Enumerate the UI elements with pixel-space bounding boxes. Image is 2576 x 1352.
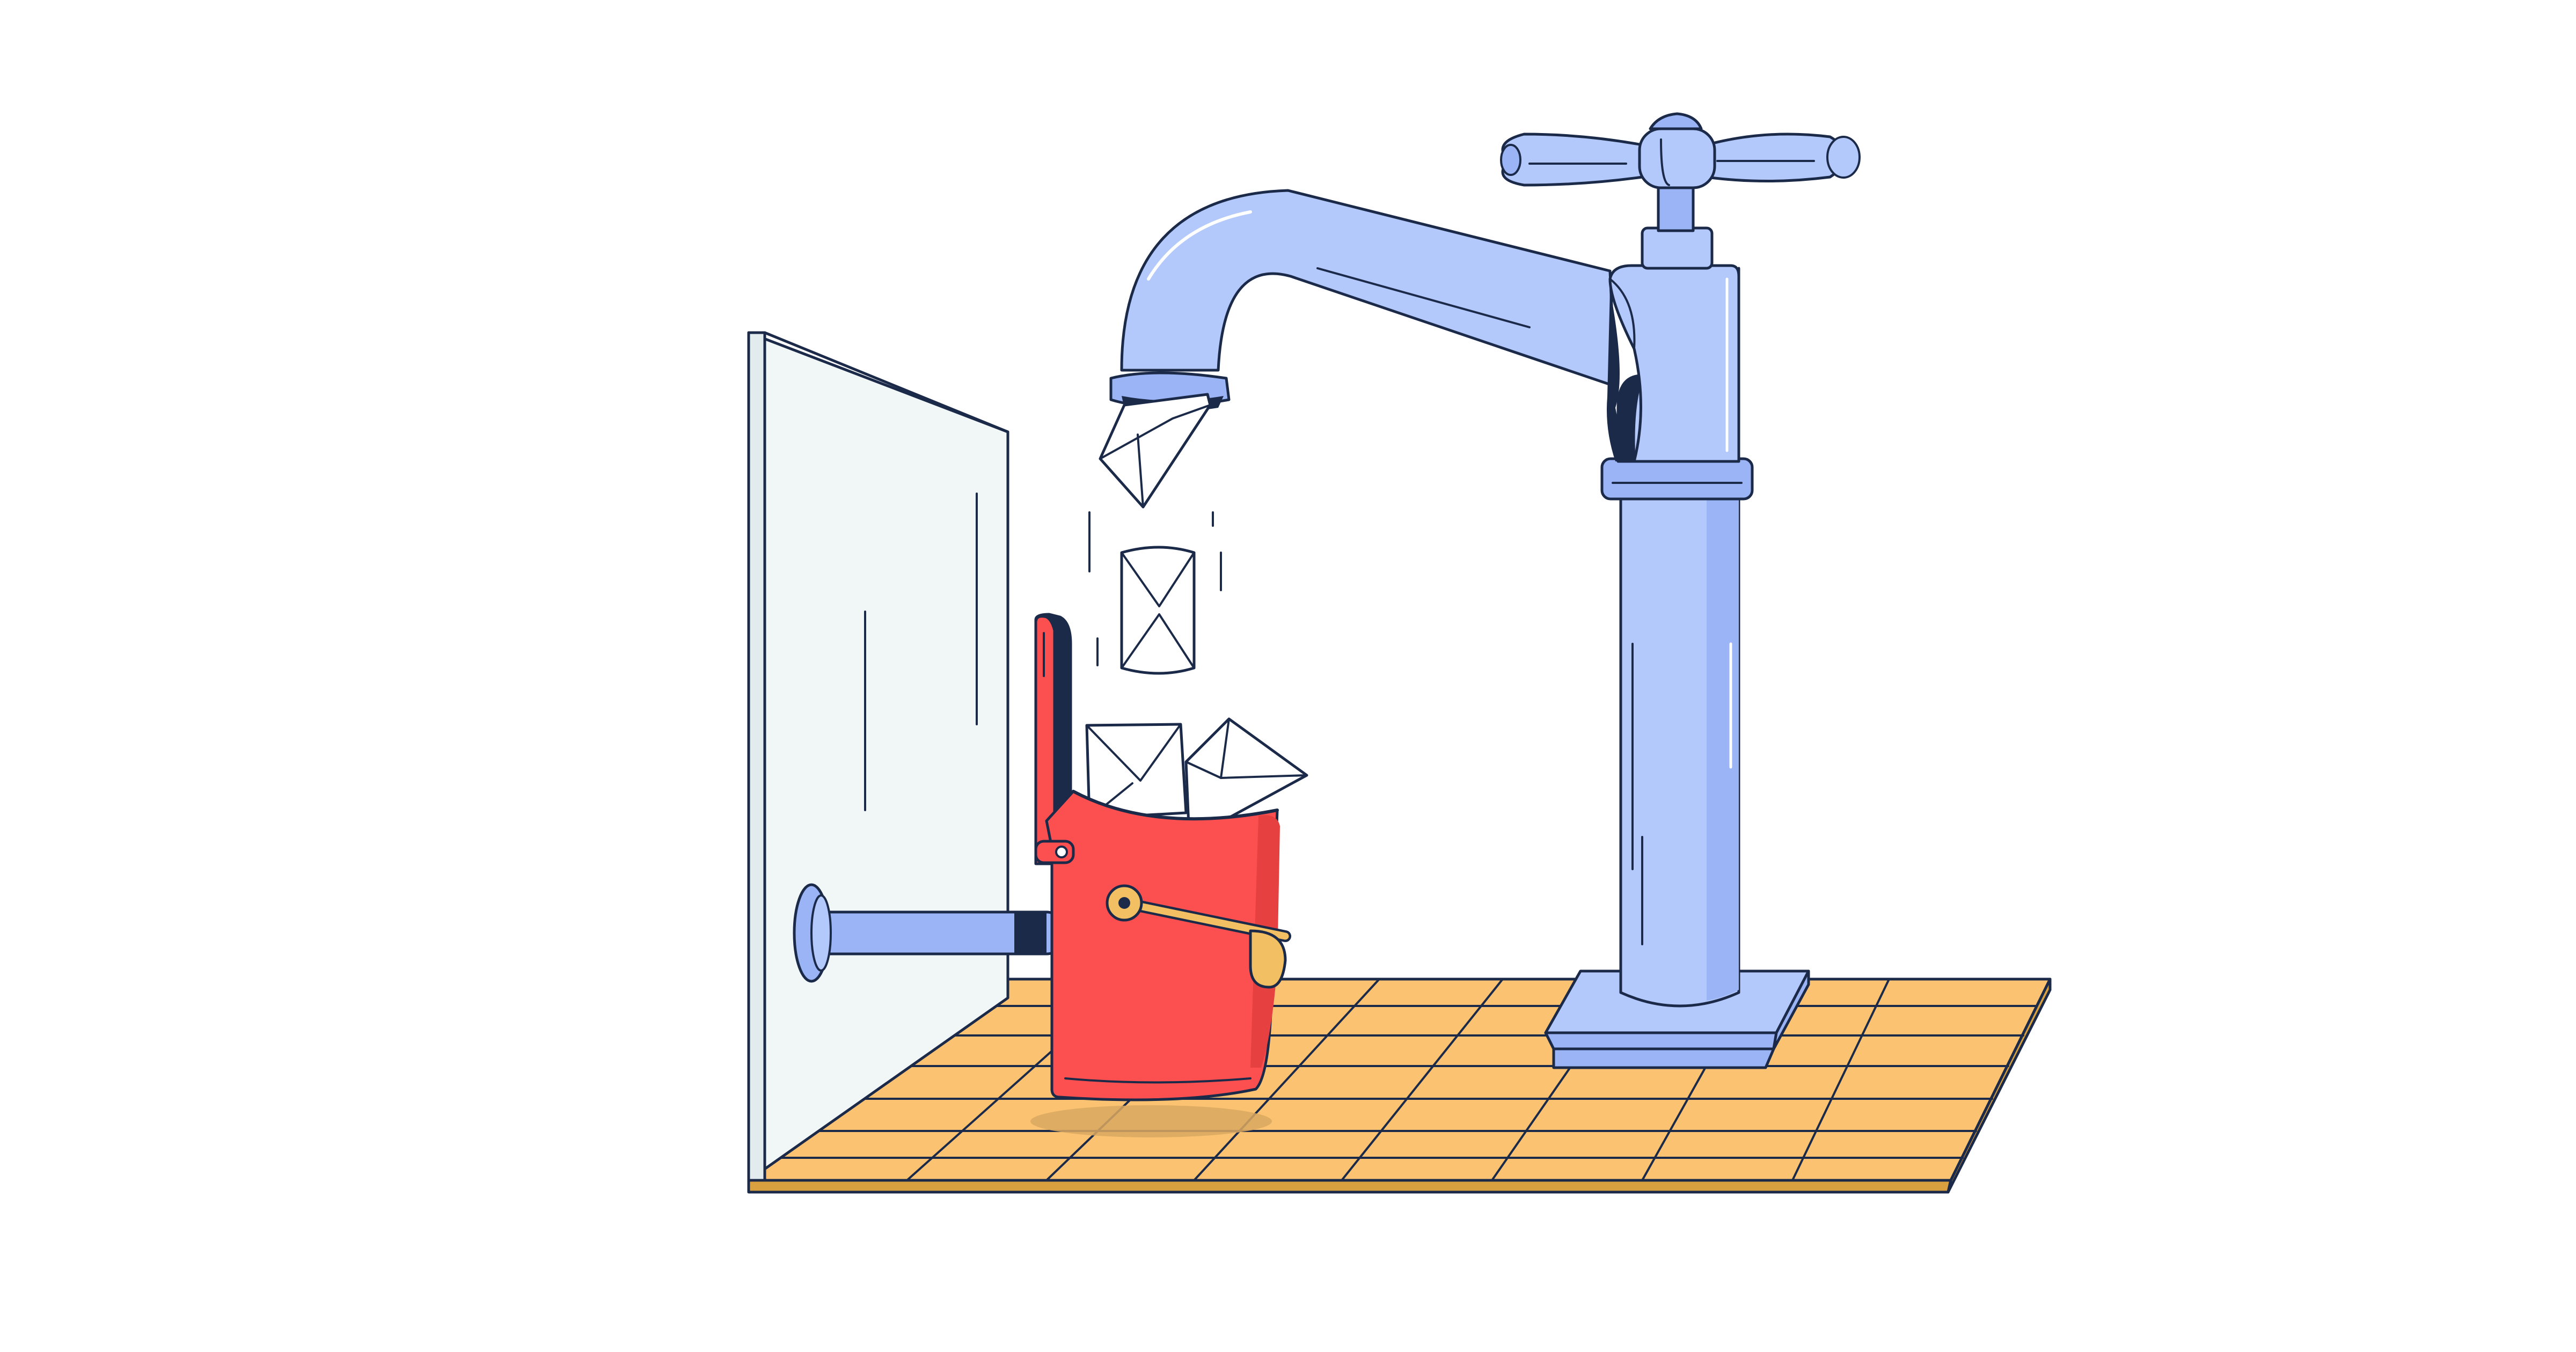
floor-side-edge (1946, 978, 2052, 1194)
mailbox-flag (1249, 929, 1287, 989)
mailbox-body (1045, 790, 1279, 1101)
wall-edge (747, 331, 766, 1182)
envelope-icon (1184, 717, 1308, 828)
faucet-spout (1120, 189, 1617, 388)
mailbox-lid (1034, 615, 1056, 865)
envelope-icon (1099, 393, 1212, 509)
faucet-handle[interactable] (1500, 112, 1861, 189)
mailbox-shadow (1030, 1105, 1272, 1137)
floor-front-edge (747, 1179, 1952, 1194)
faucet-icon (1109, 112, 1861, 1069)
envelope-icon (1088, 511, 1222, 675)
mailbox-post (793, 883, 1064, 983)
envelope-icon (1085, 723, 1188, 820)
mailbox-icon (1034, 613, 1308, 1101)
faucet-collar (1600, 457, 1754, 501)
